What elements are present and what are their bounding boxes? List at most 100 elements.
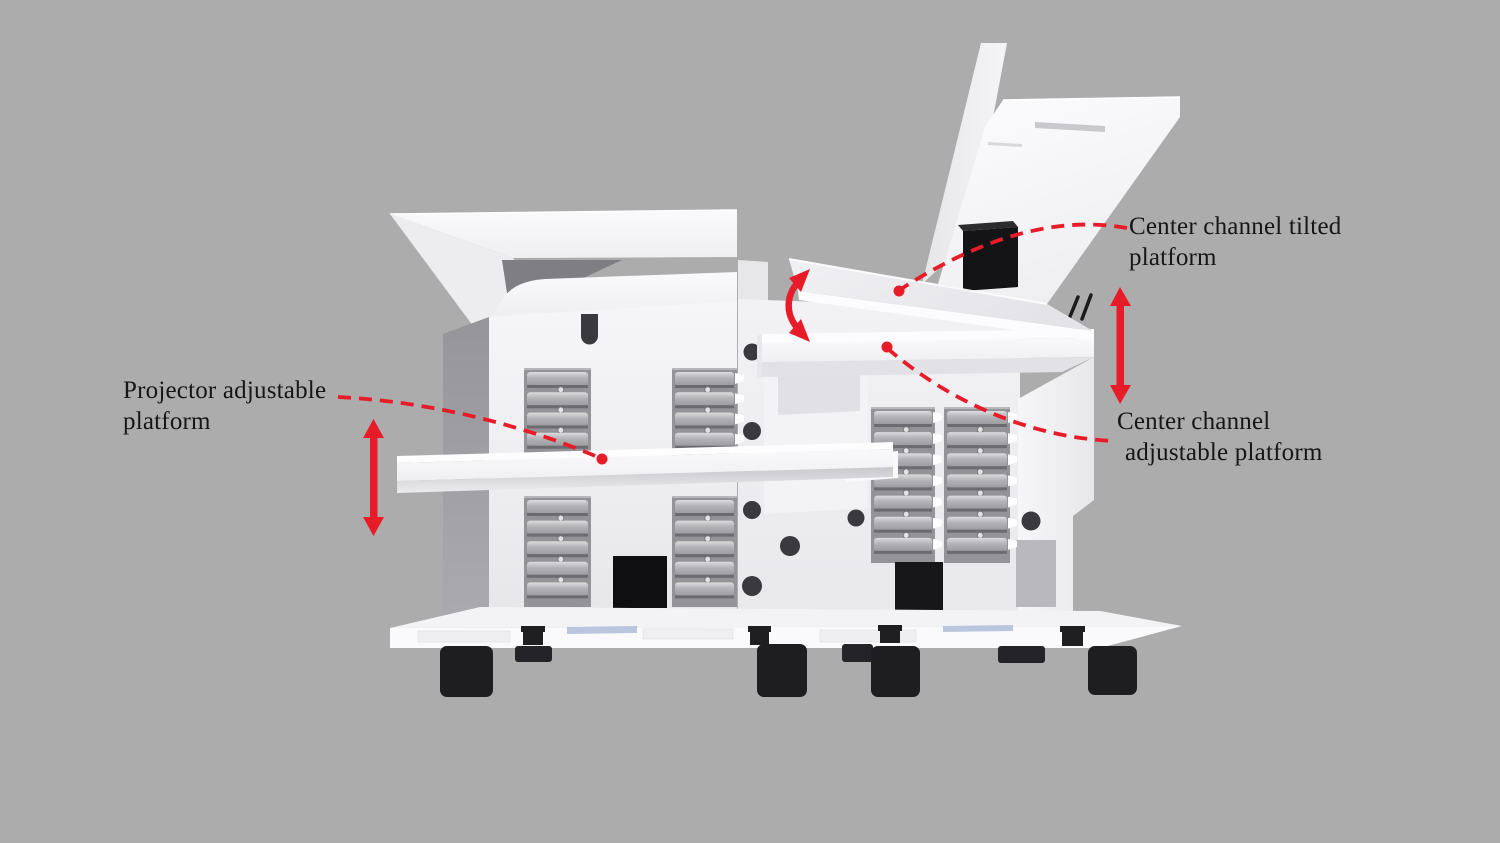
rail-slat-tip — [1008, 475, 1017, 487]
shelf-groove — [988, 142, 1022, 147]
rail-slat — [947, 453, 1007, 467]
rail-slat — [527, 412, 588, 426]
base-vent-slot — [943, 625, 1013, 632]
base-clips — [521, 625, 1085, 646]
column-recess — [1016, 540, 1056, 607]
foot — [757, 644, 807, 697]
base-clip — [750, 626, 769, 645]
mounting-hole — [743, 343, 761, 361]
rail-slat — [874, 432, 932, 446]
rail-slat-tip — [933, 496, 942, 508]
mounting-holes — [742, 343, 1041, 596]
projector-platform-under-shadow — [397, 467, 893, 493]
rail-screw — [902, 531, 910, 539]
rail-slat-tip — [735, 413, 744, 425]
rail-slat — [527, 432, 588, 446]
rail-slat — [874, 495, 932, 509]
rail-slat — [675, 432, 734, 446]
rail-screw — [557, 426, 565, 434]
rail-screw — [557, 406, 565, 414]
dashed-leader-line — [885, 346, 1115, 443]
rail-slat-tip — [933, 454, 942, 466]
platform-under-band — [762, 357, 1094, 377]
up-down-arrow-right-icon — [1110, 287, 1131, 404]
mounting-hole — [742, 576, 762, 596]
rail-screw — [704, 406, 712, 414]
rail-screw — [704, 386, 712, 394]
rail-slat — [527, 372, 588, 385]
rack-rail-panels-wall — [524, 368, 744, 607]
rail-screw — [704, 514, 712, 522]
speaker-box-top-face — [958, 221, 1018, 231]
rack-rail-panels-right — [871, 407, 1017, 563]
projector-platform-front-face — [397, 449, 893, 481]
base-recessed-slot — [417, 630, 511, 643]
top-shelf-assembly — [922, 43, 1181, 304]
antennas — [1067, 293, 1093, 321]
rail-slat — [527, 541, 588, 555]
platform-end-cap — [757, 334, 762, 379]
rack-rail-panel — [524, 368, 591, 457]
rail-screw — [976, 426, 984, 434]
rail-slat — [947, 537, 1007, 551]
base-clip — [1062, 626, 1083, 646]
rail-screw — [704, 426, 712, 434]
center-channel-adjustable-platform — [757, 329, 1094, 379]
rail-slat — [527, 500, 588, 513]
rack-rail-panel — [524, 496, 591, 607]
rail-slat — [874, 516, 932, 530]
platform-top-sliver — [762, 329, 1094, 343]
mounting-hole — [1021, 511, 1041, 531]
rail-slat — [947, 495, 1007, 509]
rail-slat — [527, 561, 588, 575]
foot — [440, 646, 493, 697]
lower-arm — [490, 272, 737, 318]
rail-slat-tip — [933, 538, 942, 550]
rail-screw — [557, 514, 565, 522]
support-box-recess — [778, 371, 860, 415]
rail-slat — [874, 411, 932, 424]
mounting-hole — [847, 509, 865, 527]
rail-slat-tip — [933, 412, 942, 423]
rail-slat — [874, 537, 932, 551]
rail-slat-tip — [933, 433, 942, 445]
rail-slat-tip — [1008, 454, 1017, 466]
lower-speaker-box — [895, 562, 943, 622]
rail-slat-tip — [1008, 496, 1017, 508]
rail-slat — [527, 392, 588, 406]
rail-screw — [557, 386, 565, 394]
projector-adjustable-platform — [397, 442, 893, 493]
foot — [515, 646, 552, 662]
rail-screw — [704, 555, 712, 563]
rail-screw — [976, 468, 984, 476]
leader-dot — [881, 341, 893, 353]
leader-dot — [893, 285, 905, 297]
beam-edge-highlight — [389, 209, 738, 215]
rail-slat — [675, 372, 734, 385]
mounting-hole — [743, 501, 761, 519]
wall-slot — [581, 314, 598, 345]
tilted-edge-highlight — [788, 258, 1048, 305]
base-top-surface — [390, 607, 1182, 628]
foot — [998, 646, 1045, 663]
rail-slat — [675, 392, 734, 406]
rail-screw — [557, 576, 565, 584]
rail-slat — [675, 541, 734, 555]
rail-slat — [947, 411, 1007, 424]
base-vent-slot — [567, 626, 637, 634]
rail-screw — [976, 531, 984, 539]
tilted-surface — [789, 259, 1093, 331]
rail-slat — [675, 412, 734, 426]
rail-screw — [902, 510, 910, 518]
label-center-channel-adjustable-platform: Center channel adjustable platform — [1117, 408, 1323, 466]
annotations — [337, 222, 1131, 536]
rail-slat — [947, 516, 1007, 530]
shelf-edge-highlight — [1002, 96, 1181, 101]
rail-slat-tip — [735, 433, 744, 445]
rail-slat — [947, 432, 1007, 446]
antenna — [1067, 295, 1080, 321]
rail-screw — [902, 489, 910, 497]
rail-slat — [527, 582, 588, 596]
rail-screw — [557, 535, 565, 543]
